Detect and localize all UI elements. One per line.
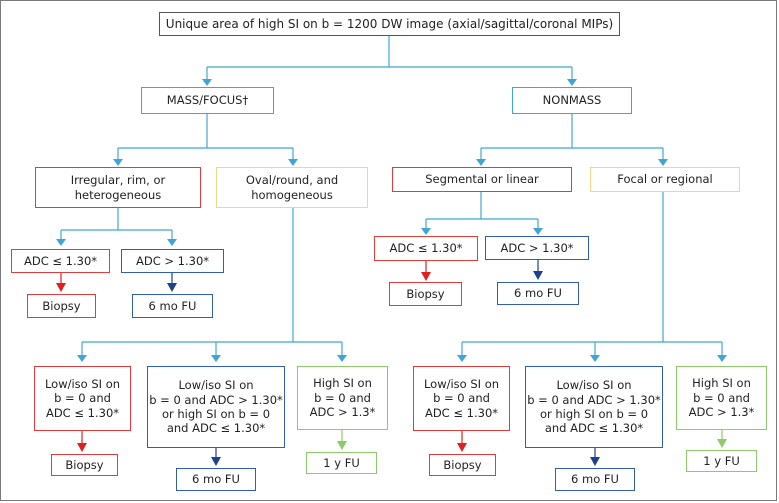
oval-mixed-node: Low/iso SI on b = 0 and ADC > 1.30* or h… — [147, 366, 285, 448]
irregular-node: Irregular, rim, or heterogeneous — [35, 167, 201, 208]
focal-1y-fu-node: 1 y FU — [686, 450, 757, 472]
oval-1y-fu-node: 1 y FU — [306, 452, 377, 474]
segmental-adc-low-node: ADC ≤ 1.30* — [374, 236, 478, 261]
focal-fu-node: 6 mo FU — [555, 468, 635, 491]
segmental-biopsy-node: Biopsy — [389, 282, 462, 306]
irregular-adc-low-node: ADC ≤ 1.30* — [11, 249, 110, 273]
irregular-adc-high-node: ADC > 1.30* — [121, 249, 224, 273]
oval-high-node: High SI on b = 0 and ADC > 1.3* — [297, 366, 388, 430]
segmental-adc-high-node: ADC > 1.30* — [485, 236, 589, 260]
root-node: Unique area of high SI on b = 1200 DW im… — [159, 12, 620, 36]
irregular-biopsy-node: Biopsy — [27, 294, 96, 318]
mass-focus-node: MASS/FOCUS† — [141, 87, 274, 114]
focal-regional-node: Focal or regional — [590, 167, 740, 192]
segmental-fu-node: 6 mo FU — [497, 282, 579, 305]
oval-lowiso-node: Low/iso SI on b = 0 and ADC ≤ 1.30* — [34, 366, 131, 431]
oval-biopsy-node: Biopsy — [51, 454, 118, 476]
oval-round-node: Oval/round, and homogeneous — [216, 167, 368, 208]
focal-mixed-node: Low/iso SI on b = 0 and ADC > 1.30* or h… — [525, 366, 663, 448]
focal-lowiso-node: Low/iso SI on b = 0 and ADC ≤ 1.30* — [413, 366, 510, 431]
nonmass-node: NONMASS — [512, 87, 632, 114]
oval-fu-node: 6 mo FU — [176, 468, 256, 491]
segmental-node: Segmental or linear — [392, 167, 572, 192]
irregular-fu-node: 6 mo FU — [132, 294, 213, 318]
focal-high-node: High SI on b = 0 and ADC > 1.3* — [676, 366, 767, 430]
focal-biopsy-node: Biopsy — [429, 454, 496, 476]
